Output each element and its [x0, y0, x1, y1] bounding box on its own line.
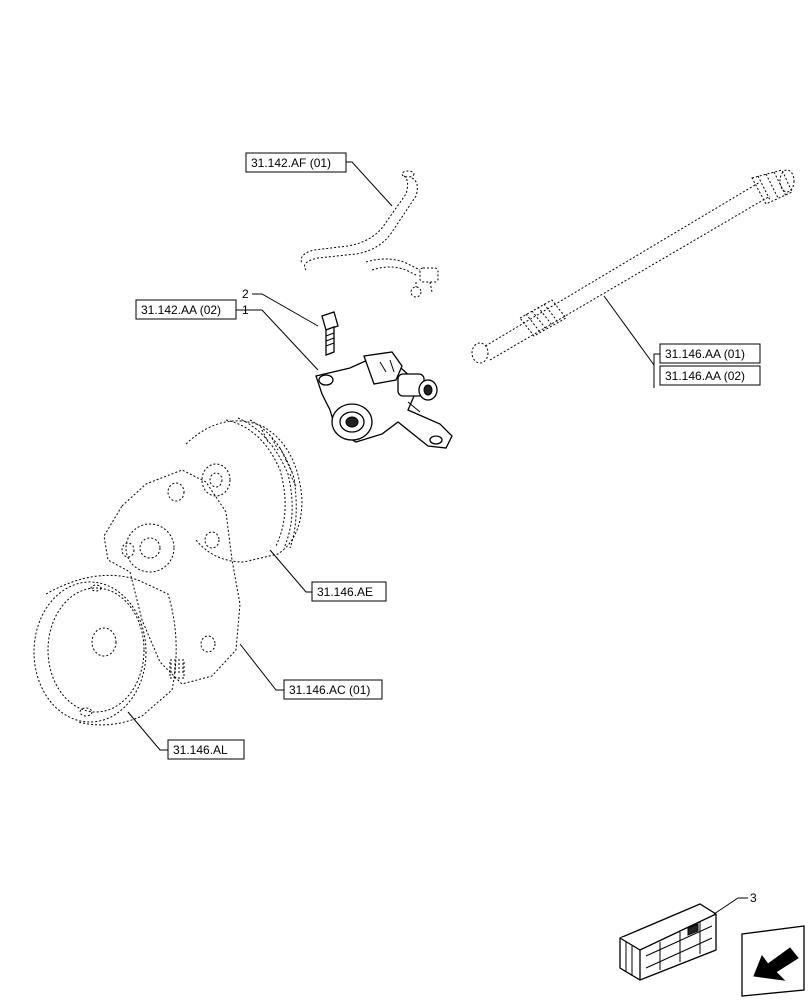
leader-bolt — [252, 293, 319, 327]
svg-text:3: 3 — [750, 891, 757, 905]
ref-bolt-group[interactable]: 31.142.AA (02) — [135, 299, 237, 320]
svg-text:31.142.AA (02): 31.142.AA (02) — [141, 303, 221, 317]
leader-actuator — [236, 309, 319, 371]
leader-shaft — [603, 295, 660, 388]
leader-clutch-pack — [269, 549, 312, 593]
ref-hose[interactable]: 31.142.AF (01) — [245, 152, 347, 173]
leader-flywheel — [127, 711, 168, 751]
leader-housing — [239, 643, 284, 691]
ref-housing[interactable]: 31.146.AC (01) — [283, 679, 383, 700]
bolt-part — [321, 311, 339, 356]
svg-text:31.146.AA (01): 31.146.AA (01) — [665, 347, 745, 361]
arrow-down-left-icon[interactable] — [741, 925, 805, 997]
crate-icon — [619, 903, 717, 981]
callout-bolt[interactable]: 2 — [242, 287, 249, 301]
shaft-ghost — [471, 169, 795, 364]
svg-text:31.146.AC (01): 31.146.AC (01) — [289, 683, 370, 697]
clutch-pack-ghost — [185, 417, 303, 563]
svg-text:31.146.AL: 31.146.AL — [173, 743, 228, 757]
actuator-part — [315, 351, 453, 449]
ref-clutch-pack[interactable]: 31.146.AE — [311, 581, 387, 602]
svg-text:31.146.AA (02): 31.146.AA (02) — [665, 369, 745, 383]
callout-kit[interactable]: 3 — [750, 891, 757, 905]
flywheel-ghost — [33, 574, 177, 726]
leader-hose — [346, 161, 393, 207]
svg-text:31.142.AF (01): 31.142.AF (01) — [251, 156, 331, 170]
leader-kit — [713, 897, 748, 915]
ref-flywheel[interactable]: 31.146.AL — [167, 739, 245, 760]
housing-ghost — [103, 469, 241, 685]
ref-shaft-1[interactable]: 31.146.AA (01) — [659, 343, 761, 364]
svg-text:2: 2 — [242, 287, 249, 301]
svg-text:31.146.AE: 31.146.AE — [317, 585, 373, 599]
ref-shaft-2[interactable]: 31.146.AA (02) — [659, 365, 761, 386]
hose-ghost — [300, 170, 439, 298]
